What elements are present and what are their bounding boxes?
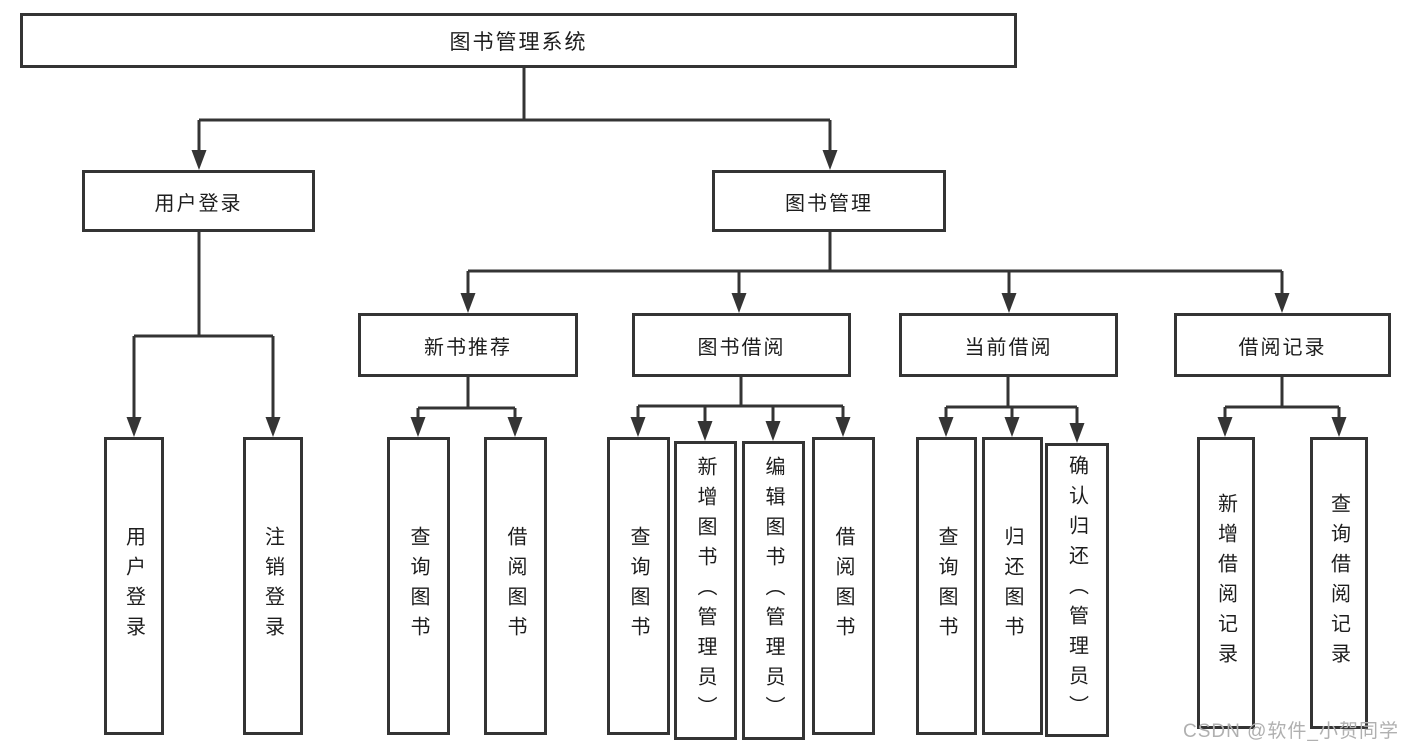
leaf-edit-book-admin: 编辑图书（管理员） bbox=[742, 441, 805, 740]
node-root-label: 图书管理系统 bbox=[449, 30, 588, 54]
leaf-query-book-current: 查询图书 bbox=[916, 437, 977, 735]
leaf-borrow-book: 借阅图书 bbox=[812, 437, 875, 735]
leaf-query-book-current-label: 查询图书 bbox=[935, 526, 957, 646]
node-book-borrow-label: 图书借阅 bbox=[697, 336, 786, 359]
node-root: 图书管理系统 bbox=[20, 13, 1017, 68]
csdn-watermark: CSDN @软件_小贺同学 bbox=[1183, 721, 1399, 742]
leaf-borrow-book-recommend: 借阅图书 bbox=[484, 437, 547, 735]
leaf-query-borrow-record: 查询借阅记录 bbox=[1310, 437, 1368, 729]
node-new-book-recommend: 新书推荐 bbox=[358, 313, 578, 377]
leaf-logout: 注销登录 bbox=[243, 437, 303, 735]
leaf-query-book-borrow: 查询图书 bbox=[607, 437, 670, 735]
leaf-user-login-label: 用户登录 bbox=[122, 526, 145, 646]
leaf-borrow-book-label: 借阅图书 bbox=[832, 526, 854, 646]
node-borrow-record: 借阅记录 bbox=[1174, 313, 1391, 377]
leaf-edit-book-admin-label: 编辑图书（管理员） bbox=[762, 455, 784, 726]
leaf-confirm-return-admin: 确认归还（管理员） bbox=[1045, 443, 1109, 737]
leaf-query-book-borrow-label: 查询图书 bbox=[627, 526, 649, 646]
node-user-login: 用户登录 bbox=[82, 170, 315, 232]
node-book-management-label: 图书管理 bbox=[785, 192, 873, 215]
node-new-book-recommend-label: 新书推荐 bbox=[424, 336, 512, 359]
leaf-add-book-admin: 新增图书（管理员） bbox=[674, 441, 737, 740]
node-current-borrow: 当前借阅 bbox=[899, 313, 1118, 377]
leaf-query-book-recommend: 查询图书 bbox=[387, 437, 450, 735]
leaf-query-book-recommend-label: 查询图书 bbox=[407, 526, 429, 646]
leaf-return-book: 归还图书 bbox=[982, 437, 1043, 735]
leaf-add-borrow-record: 新增借阅记录 bbox=[1197, 437, 1255, 729]
leaf-confirm-return-admin-label: 确认归还（管理员） bbox=[1065, 455, 1088, 725]
leaf-query-borrow-record-label: 查询借阅记录 bbox=[1327, 493, 1350, 673]
arrowheads bbox=[126, 150, 1347, 443]
leaf-return-book-label: 归还图书 bbox=[1001, 526, 1023, 646]
node-book-management: 图书管理 bbox=[712, 170, 946, 232]
node-book-borrow: 图书借阅 bbox=[632, 313, 851, 377]
leaf-add-book-admin-label: 新增图书（管理员） bbox=[694, 455, 716, 726]
leaf-borrow-book-recommend-label: 借阅图书 bbox=[504, 526, 526, 646]
leaf-logout-label: 注销登录 bbox=[261, 526, 284, 646]
node-user-login-label: 用户登录 bbox=[154, 192, 243, 215]
leaf-user-login: 用户登录 bbox=[104, 437, 164, 735]
leaf-add-borrow-record-label: 新增借阅记录 bbox=[1214, 493, 1237, 673]
node-borrow-record-label: 借阅记录 bbox=[1238, 336, 1327, 359]
node-current-borrow-label: 当前借阅 bbox=[964, 336, 1053, 359]
